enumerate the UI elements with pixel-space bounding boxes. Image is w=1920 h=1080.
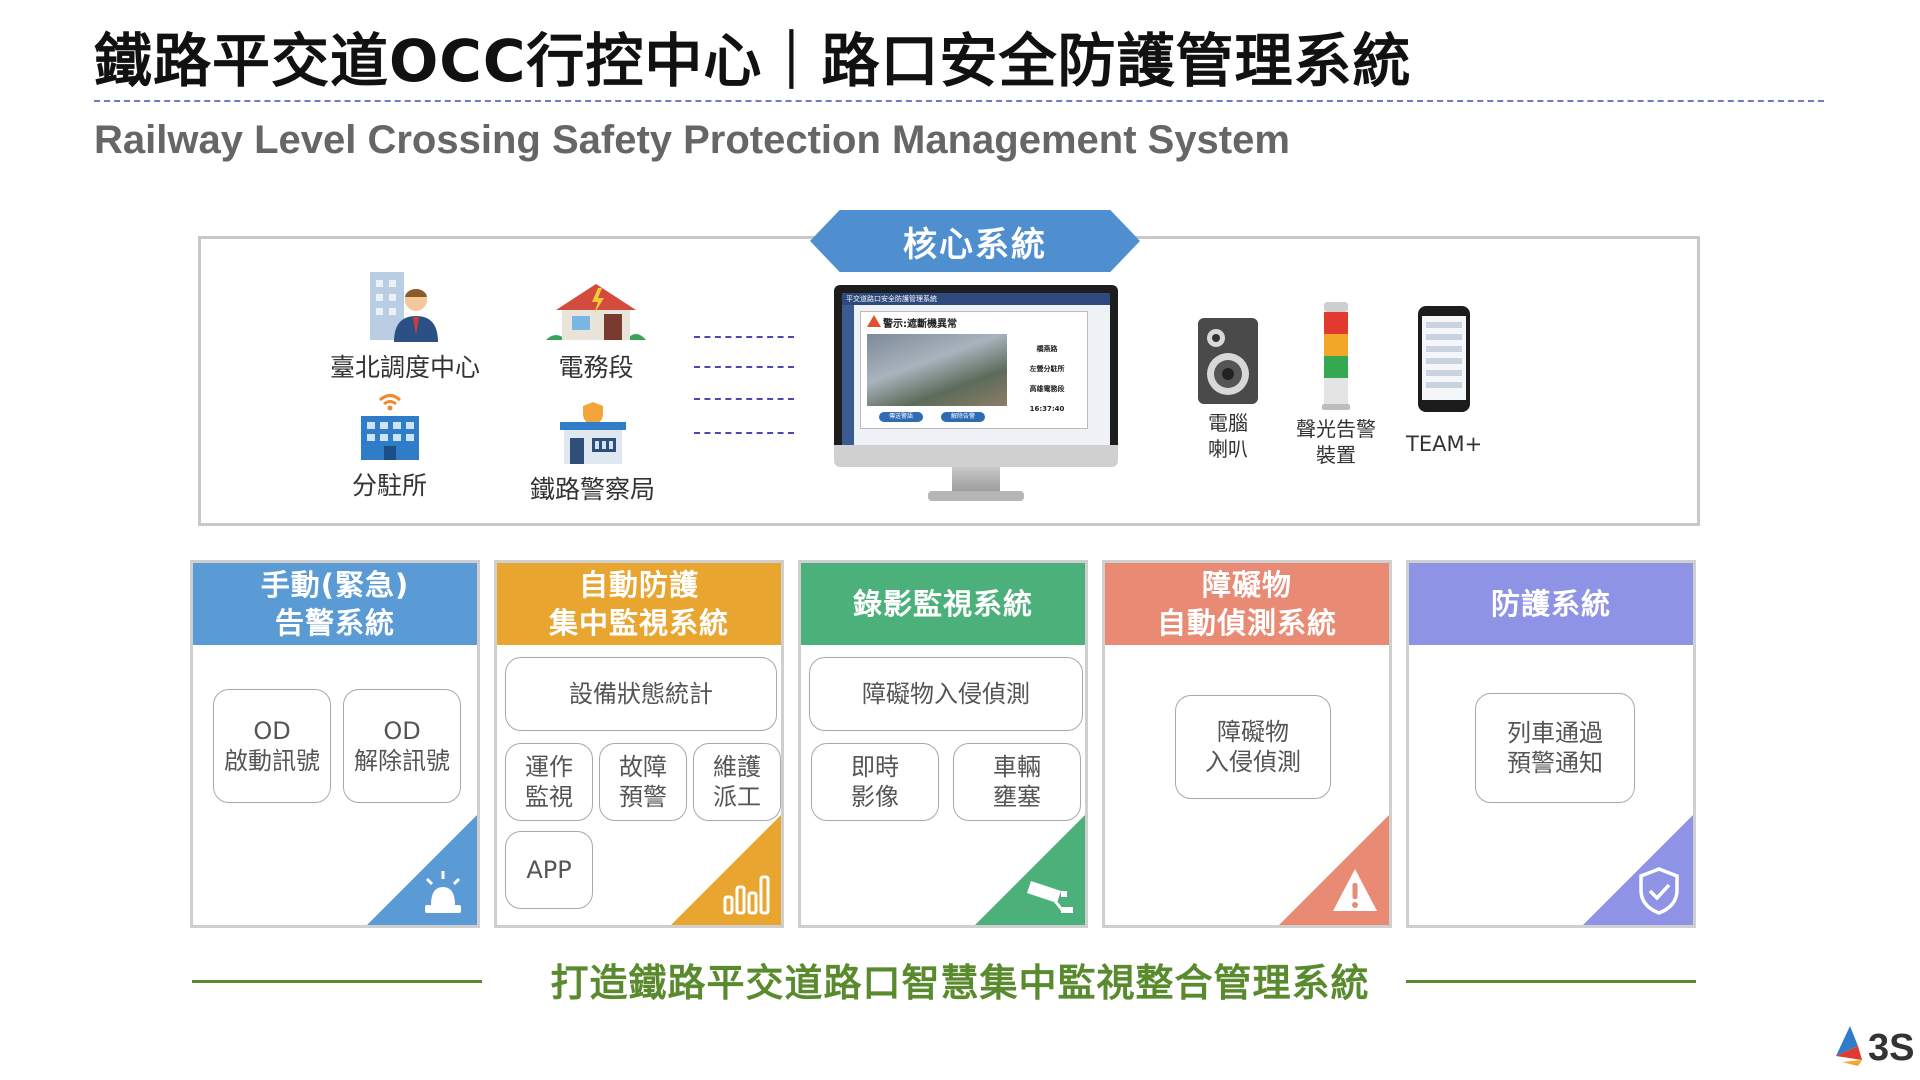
alert-location: 橋燕路 [1036, 345, 1058, 353]
office-person-icon [370, 272, 438, 342]
card-title: 自動防護 集中監視系統 [497, 563, 781, 645]
screen-sidebar [842, 305, 854, 447]
card-item: OD 解除訊號 [343, 689, 461, 803]
page-title: 鐵路平交道OCC行控中心｜路口安全防護管理系統 [94, 27, 1412, 95]
monitor-base [928, 491, 1024, 501]
connector-line [694, 432, 794, 434]
house-icon [546, 284, 646, 340]
monitor-stand [952, 467, 1000, 493]
warning-icon [867, 315, 881, 327]
card-auto-monitoring: 自動防護 集中監視系統 設備狀態統計 運作 監視 故障 預警 維護 派工 APP [494, 560, 784, 928]
connector-line [694, 398, 794, 400]
alarm-siren-icon [425, 871, 461, 913]
card-video-surveillance: 錄影監視系統 障礙物入侵偵測 即時 影像 車輛 壅塞 [798, 560, 1088, 928]
card-item: 故障 預警 [599, 743, 687, 821]
device-label: TEAM+ [1406, 432, 1483, 456]
monitor-frame: 平交道路口安全防護管理系統 警示:遮斷機異常 橋燕路 左營分駐所 高雄電務段 1… [834, 285, 1118, 455]
device-label: 聲光告警 裝置 [1296, 417, 1376, 467]
clear-alarm-button[interactable]: 解除告警 [941, 412, 985, 422]
unit-signal-depot: 電務段 [544, 280, 648, 384]
3s-logo-icon: 3S [1836, 1026, 1914, 1069]
building-wifi-icon [360, 394, 419, 460]
card-manual-alarm: 手動(緊急) 告警系統 OD 啟動訊號 OD 解除訊號 [190, 560, 480, 928]
monitor-chin [834, 445, 1118, 467]
logo-text: 3S [1868, 1027, 1914, 1069]
smartphone-icon [1418, 306, 1471, 412]
card-item: 維護 派工 [693, 743, 781, 821]
unit-label: 鐵路警察局 [530, 475, 656, 504]
monitoring-screen: 平交道路口安全防護管理系統 警示:遮斷機異常 橋燕路 左營分駐所 高雄電務段 1… [834, 285, 1118, 515]
connector-line [694, 336, 794, 338]
alert-time: 16:37:40 [1029, 405, 1065, 413]
police-station-icon [559, 402, 626, 464]
unit-label: 臺北調度中心 [330, 353, 481, 382]
device-team-plus: TEAM+ [1406, 304, 1482, 456]
app-badge: APP [505, 831, 593, 909]
card-item: 障礙物 入侵偵測 [1175, 695, 1331, 799]
card-item: OD 啟動訊號 [213, 689, 331, 803]
signal-tower-icon [1322, 302, 1350, 410]
card-item: 即時 影像 [811, 743, 939, 821]
card-title: 錄影監視系統 [801, 563, 1085, 645]
core-system-banner: 核心系統 [810, 210, 1140, 272]
card-title: 手動(緊急) 告警系統 [193, 563, 477, 645]
alert-signal-depot: 高雄電務段 [1029, 385, 1065, 393]
send-warning-button[interactable]: 傳送警語 [879, 412, 923, 422]
card-item: 車輛 壅塞 [953, 743, 1081, 821]
device-speaker: 電腦 喇叭 [1196, 316, 1260, 462]
alert-title-text: 警示:遮斷機異常 [883, 319, 957, 330]
card-item: 設備狀態統計 [505, 657, 777, 731]
alert-police-post: 左營分駐所 [1029, 365, 1065, 373]
device-light-tower: 聲光告警 裝置 [1296, 300, 1376, 468]
unit-taipei-dispatch: 臺北調度中心 [330, 270, 480, 384]
card-protection-system: 防護系統 列車通過 預警通知 [1406, 560, 1696, 928]
card-item: 運作 監視 [505, 743, 593, 821]
alert-title: 警示:遮斷機異常 [861, 312, 1087, 330]
unit-police-post: 分駐所 [352, 390, 427, 502]
alert-popup: 警示:遮斷機異常 橋燕路 左營分駐所 高雄電務段 16:37:40 傳送警語 解… [860, 311, 1088, 429]
monitor-display: 平交道路口安全防護管理系統 警示:遮斷機異常 橋燕路 左營分駐所 高雄電務段 1… [842, 293, 1110, 447]
page-subtitle: Railway Level Crossing Safety Protection… [94, 118, 1290, 162]
shield-check-icon [1639, 867, 1679, 915]
tagline: 打造鐵路平交道路口智慧集中監視整合管理系統 [550, 961, 1370, 1005]
alert-info-panel: 橋燕路 左營分駐所 高雄電務段 16:37:40 [1011, 334, 1083, 414]
unit-label: 電務段 [558, 353, 634, 382]
device-label: 電腦 喇叭 [1208, 411, 1248, 461]
speaker-icon [1198, 318, 1258, 404]
screen-title-bar: 平交道路口安全防護管理系統 [842, 293, 1110, 305]
tagline-rule-left [192, 980, 482, 983]
card-item: 障礙物入侵偵測 [809, 657, 1083, 731]
tagline-rule-right [1406, 980, 1696, 983]
card-item: 列車通過 預警通知 [1475, 693, 1635, 803]
connector-line [694, 366, 794, 368]
card-title: 防護系統 [1409, 563, 1693, 645]
crossing-camera-image [867, 334, 1007, 406]
cctv-camera-icon [1027, 881, 1073, 913]
warning-icon [1333, 869, 1377, 911]
title-divider [94, 100, 1824, 102]
bar-chart-icon [723, 875, 770, 915]
unit-label: 分駐所 [352, 471, 428, 500]
card-obstacle-detection: 障礙物 自動偵測系統 障礙物 入侵偵測 [1102, 560, 1392, 928]
unit-railway-police: 鐵路警察局 [530, 400, 655, 506]
card-title: 障礙物 自動偵測系統 [1105, 563, 1389, 645]
